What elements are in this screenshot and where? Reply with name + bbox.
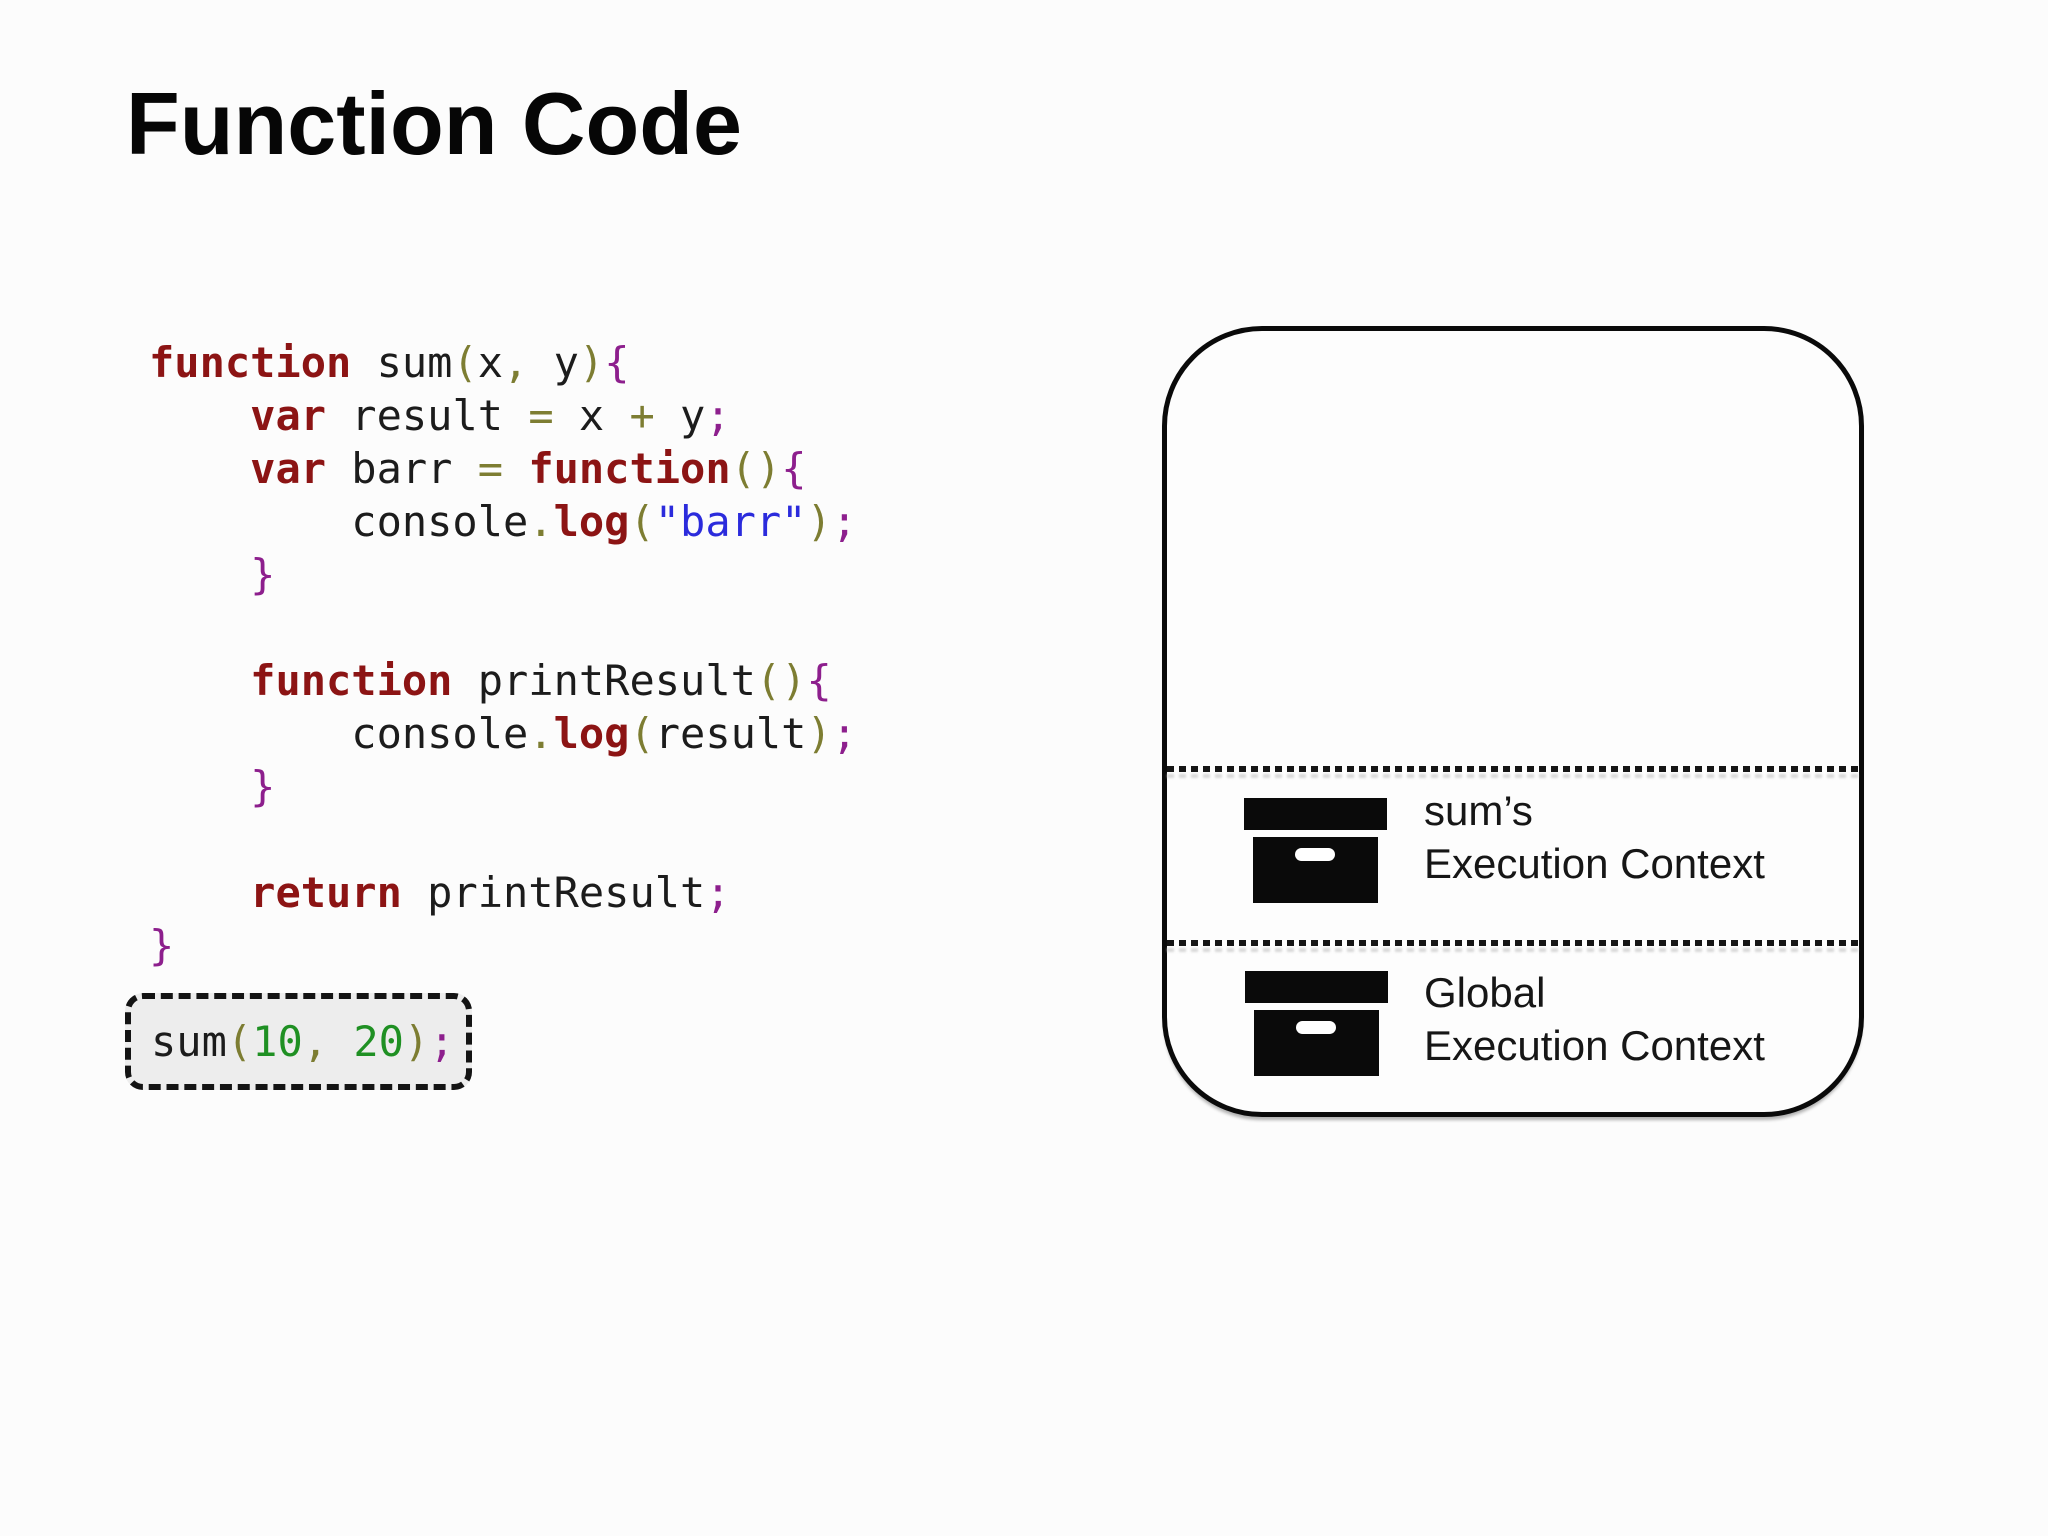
code-token: ; bbox=[831, 497, 858, 546]
code-token: ; bbox=[705, 391, 731, 440]
code-token: ) bbox=[806, 709, 832, 758]
execution-stack-diagram: sum’s Execution Context Global Execution… bbox=[1162, 326, 1864, 1117]
slide-title: Function Code bbox=[126, 74, 742, 173]
code-token: log bbox=[553, 497, 630, 546]
code-token: + bbox=[629, 391, 655, 440]
code-token: } bbox=[250, 550, 276, 599]
code-token: 20 bbox=[353, 1017, 404, 1066]
code-token: printResult bbox=[401, 868, 706, 917]
code-token: () bbox=[755, 656, 807, 705]
code-line: function sum(x, y){ bbox=[149, 336, 857, 389]
archive-box-body bbox=[1253, 837, 1378, 903]
code-token: 10 bbox=[252, 1017, 303, 1066]
code-token bbox=[149, 550, 250, 599]
context-label-line: Global bbox=[1424, 969, 1546, 1016]
code-token: . bbox=[528, 709, 554, 758]
code-token bbox=[149, 656, 250, 705]
code-token: "barr" bbox=[654, 497, 807, 546]
stack-divider-dotted bbox=[1167, 940, 1859, 946]
code-token: } bbox=[250, 762, 276, 811]
code-token bbox=[149, 391, 250, 440]
code-token: = bbox=[528, 391, 554, 440]
code-token: console bbox=[149, 497, 529, 546]
code-token: () bbox=[730, 444, 782, 493]
code-line: } bbox=[149, 548, 857, 601]
code-line: } bbox=[149, 760, 857, 813]
code-token: x bbox=[477, 338, 504, 387]
code-token: var bbox=[250, 444, 327, 493]
code-token bbox=[149, 444, 250, 493]
code-token: ) bbox=[403, 1017, 430, 1066]
code-token: return bbox=[250, 868, 402, 917]
context-label-line: Execution Context bbox=[1424, 1022, 1765, 1069]
code-token: = bbox=[477, 444, 504, 493]
code-token: { bbox=[781, 444, 807, 493]
code-token: function bbox=[149, 338, 352, 387]
code-token: , bbox=[302, 1017, 329, 1066]
code-token: log bbox=[553, 709, 630, 758]
code-token: ( bbox=[629, 709, 655, 758]
code-token: } bbox=[149, 921, 175, 970]
context-label: Global Execution Context bbox=[1424, 966, 1765, 1072]
code-token bbox=[328, 1017, 353, 1066]
archive-box-body bbox=[1254, 1010, 1379, 1076]
context-label: sum’s Execution Context bbox=[1424, 784, 1765, 890]
code-token: y bbox=[654, 391, 706, 440]
code-token: ; bbox=[831, 709, 858, 758]
code-token: console bbox=[149, 709, 529, 758]
code-token: printResult bbox=[452, 656, 756, 705]
code-line: return printResult; bbox=[149, 866, 857, 919]
code-token: { bbox=[806, 656, 832, 705]
archive-box-lid bbox=[1245, 971, 1388, 1003]
code-token: ( bbox=[226, 1017, 253, 1066]
code-line: var barr = function(){ bbox=[149, 442, 857, 495]
code-token: barr bbox=[326, 444, 478, 493]
code-line: function printResult(){ bbox=[149, 654, 857, 707]
code-token: sum bbox=[151, 1017, 227, 1066]
code-token: ; bbox=[429, 1017, 455, 1066]
archive-box-handle bbox=[1296, 1021, 1336, 1034]
code-token: result bbox=[326, 391, 529, 440]
code-token: ; bbox=[705, 868, 731, 917]
code-token: , bbox=[503, 338, 529, 387]
code-block: function sum(x, y){ var result = x + y; … bbox=[149, 336, 857, 972]
code-token: var bbox=[250, 391, 327, 440]
archive-box-icon bbox=[1244, 798, 1387, 903]
code-token bbox=[149, 762, 250, 811]
stack-divider-dotted bbox=[1167, 766, 1859, 772]
archive-box-lid bbox=[1244, 798, 1387, 830]
code-token: ( bbox=[629, 497, 655, 546]
code-token: y bbox=[528, 338, 579, 387]
code-token: . bbox=[528, 497, 554, 546]
archive-box-handle bbox=[1295, 848, 1335, 861]
code-token: x bbox=[553, 391, 630, 440]
code-token: ( bbox=[452, 338, 478, 387]
context-label-line: sum’s bbox=[1424, 787, 1533, 834]
context-label-line: Execution Context bbox=[1424, 840, 1765, 887]
call-expression: sum(10, 20); bbox=[151, 1017, 455, 1066]
code-token: ) bbox=[578, 338, 605, 387]
code-line bbox=[149, 813, 857, 866]
code-token bbox=[503, 444, 528, 493]
code-token: sum bbox=[351, 338, 453, 387]
code-token bbox=[149, 868, 250, 917]
code-line: console.log(result); bbox=[149, 707, 857, 760]
code-token: ) bbox=[806, 497, 832, 546]
code-line: console.log("barr"); bbox=[149, 495, 857, 548]
code-token: function bbox=[250, 656, 453, 705]
code-line: var result = x + y; bbox=[149, 389, 857, 442]
code-token: result bbox=[654, 709, 807, 758]
archive-box-icon bbox=[1245, 971, 1388, 1076]
code-token: { bbox=[604, 338, 630, 387]
code-token: function bbox=[528, 444, 731, 493]
code-line bbox=[149, 601, 857, 654]
call-highlight-box: sum(10, 20); bbox=[125, 993, 472, 1090]
code-line: } bbox=[149, 919, 857, 972]
